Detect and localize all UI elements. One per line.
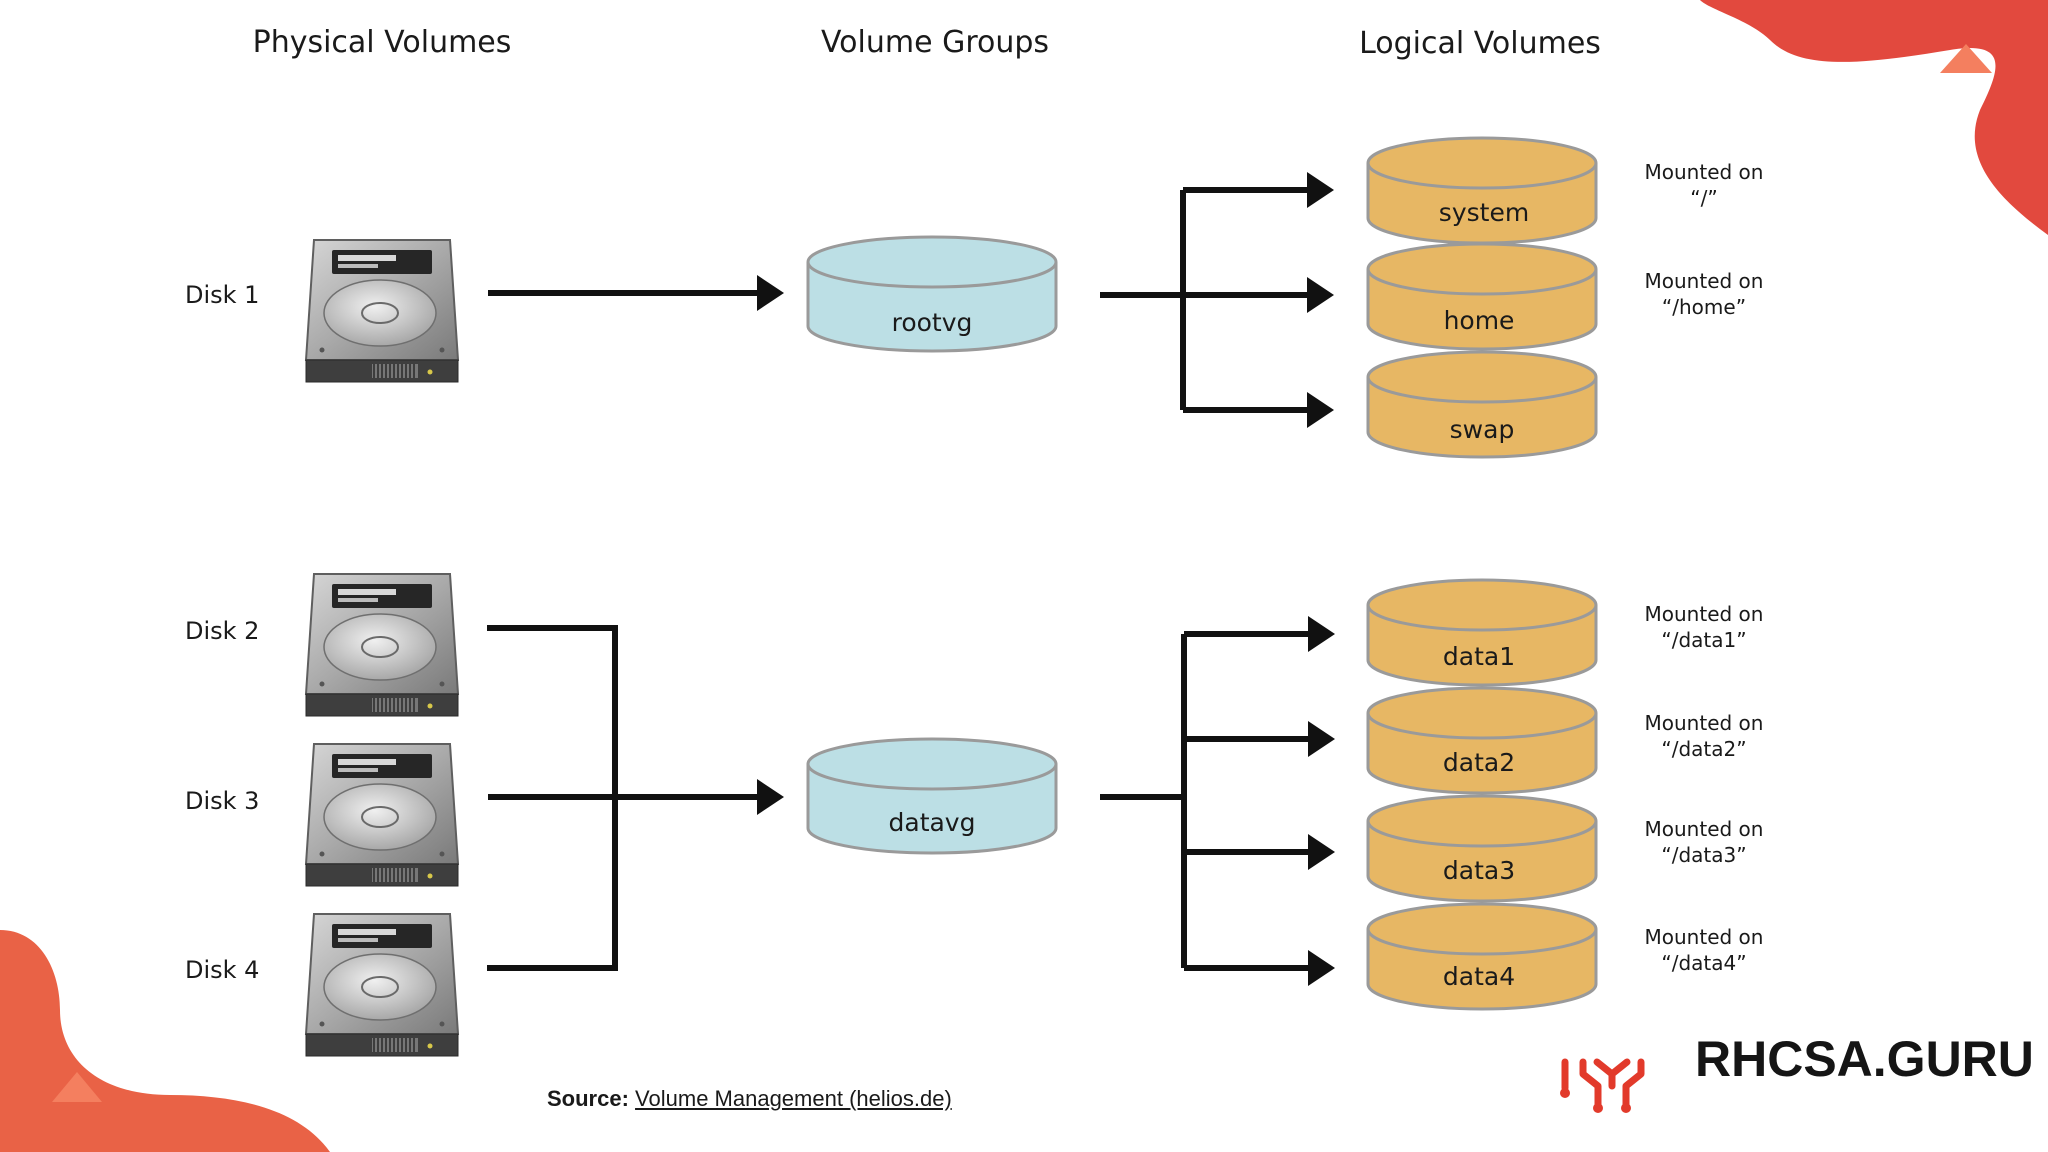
header-volume-groups: Volume Groups [821, 25, 1049, 60]
logical-volume-swap: swap [1366, 350, 1598, 459]
mount-label: Mounted on [1645, 160, 1764, 184]
logical-volume-data2: data2 [1366, 686, 1598, 795]
logical-volume-label: data2 [1443, 748, 1515, 777]
header-logical-volumes: Logical Volumes [1359, 26, 1601, 61]
hard-drive-icon [305, 743, 459, 887]
decoration-bottom-left [0, 930, 330, 1152]
mount-label: Mounted on [1645, 269, 1764, 293]
logical-volume-home: home [1366, 242, 1598, 351]
mount-annotation-home: Mounted on “/home” [1645, 269, 1764, 319]
hard-drive-icon [305, 913, 459, 1057]
mount-label: Mounted on [1645, 602, 1764, 626]
logical-volume-data3: data3 [1366, 794, 1598, 903]
mount-path: “/data2” [1661, 737, 1746, 761]
mount-label: Mounted on [1645, 711, 1764, 735]
triangle-icon [52, 1072, 102, 1102]
logical-volume-system: system [1366, 136, 1598, 245]
mount-path: “/data1” [1661, 628, 1746, 652]
header-physical-volumes: Physical Volumes [253, 25, 512, 60]
mount-label: Mounted on [1645, 925, 1764, 949]
disk-2-label: Disk 2 [185, 617, 259, 645]
volume-group-label: datavg [889, 808, 976, 837]
disk-4-label: Disk 4 [185, 956, 259, 984]
logical-volume-data1: data1 [1366, 578, 1598, 687]
mount-path: “/data3” [1661, 843, 1746, 867]
mount-path: “/” [1690, 186, 1717, 210]
mount-label: Mounted on [1645, 817, 1764, 841]
volume-group-datavg: datavg [806, 737, 1058, 855]
logical-volume-label: system [1439, 198, 1529, 227]
logical-volume-label: swap [1450, 415, 1515, 444]
source-link[interactable]: Volume Management (helios.de) [635, 1086, 952, 1111]
volume-group-label: rootvg [892, 308, 973, 337]
mount-path: “/home” [1662, 295, 1746, 319]
logical-volume-label: data4 [1443, 962, 1515, 991]
disk-3-label: Disk 3 [185, 787, 259, 815]
mount-annotation-data4: Mounted on “/data4” [1645, 925, 1764, 975]
disk-1-label: Disk 1 [185, 281, 259, 309]
circuit-logo-icon [1560, 1058, 1645, 1113]
mount-path: “/data4” [1661, 951, 1746, 975]
source-citation: Source: Volume Management (helios.de) [547, 1086, 952, 1112]
logical-volume-data4: data4 [1366, 902, 1598, 1011]
mount-annotation-data1: Mounted on “/data1” [1645, 602, 1764, 652]
logical-volume-label: home [1444, 306, 1515, 335]
decoration-top-right [1700, 0, 2048, 235]
mount-annotation-system: Mounted on “/” [1645, 160, 1764, 210]
triangle-icon [1940, 44, 1992, 73]
source-label: Source: [547, 1086, 629, 1111]
logical-volume-label: data3 [1443, 856, 1515, 885]
mount-annotation-data3: Mounted on “/data3” [1645, 817, 1764, 867]
hard-drive-icon [305, 573, 459, 717]
volume-group-rootvg: rootvg [806, 235, 1058, 353]
brand-wordmark: RHCSA.GURU [1695, 1031, 2034, 1087]
hard-drive-icon [305, 239, 459, 383]
connectors-pv-to-vg [487, 275, 784, 971]
mount-annotation-data2: Mounted on “/data2” [1645, 711, 1764, 761]
connectors-vg-to-lv [1100, 172, 1335, 986]
logical-volume-label: data1 [1443, 642, 1515, 671]
